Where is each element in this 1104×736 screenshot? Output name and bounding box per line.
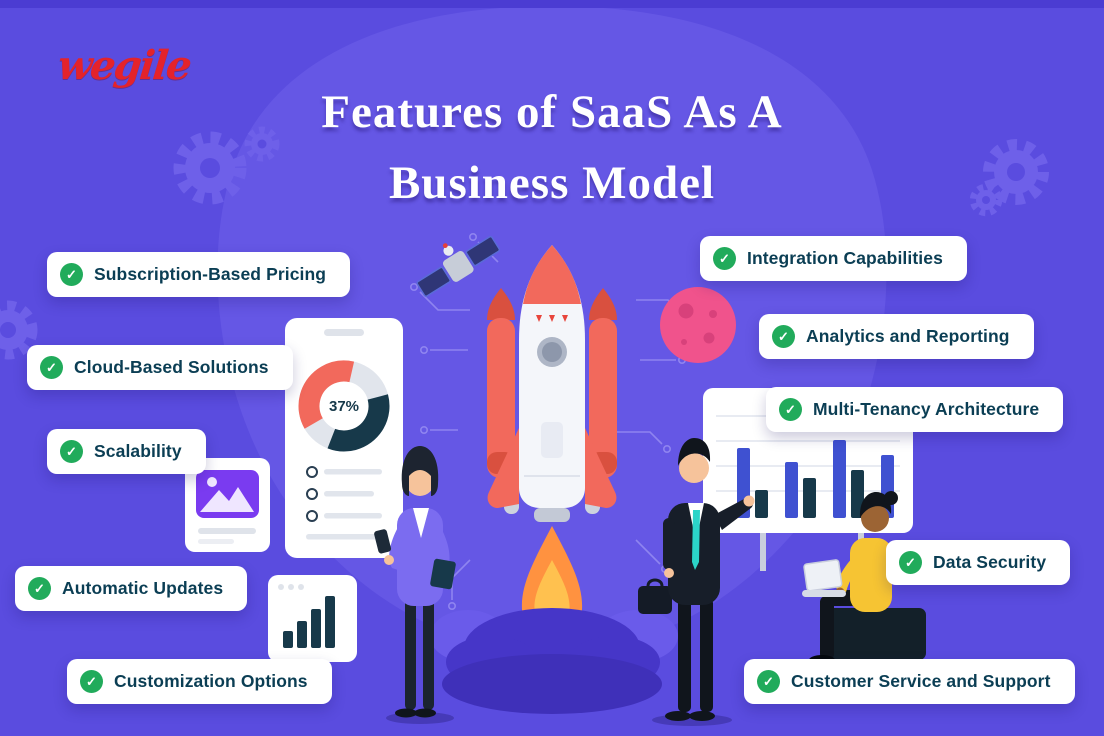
rocket <box>487 245 617 522</box>
feature-pill-data-security: ✓ Data Security <box>886 540 1071 585</box>
feature-pill-scalability: ✓ Scalability <box>47 429 206 474</box>
donut-percentage-label: 37% <box>329 398 359 415</box>
check-icon: ✓ <box>757 670 780 693</box>
gear-icon <box>244 126 280 162</box>
feature-label: Integration Capabilities <box>747 248 943 268</box>
check-icon: ✓ <box>80 670 103 693</box>
feature-pill-subscription-based-pricing: ✓ Subscription-Based Pricing <box>47 252 351 297</box>
rocket-chevrons <box>536 315 568 322</box>
check-icon: ✓ <box>713 247 736 270</box>
feature-label: Multi-Tenancy Architecture <box>813 399 1040 419</box>
rocket-fin <box>585 428 617 508</box>
donut-card-list <box>306 466 382 540</box>
rocket-body <box>519 245 585 508</box>
feature-pill-cloud-based-solutions: ✓ Cloud-Based Solutions <box>27 345 293 390</box>
gear-icon <box>969 183 1003 217</box>
check-icon: ✓ <box>779 398 802 421</box>
satellite-icon <box>416 235 501 297</box>
feature-pill-automatic-updates: ✓ Automatic Updates <box>15 566 248 611</box>
feature-pill-multi-tenancy-architecture: ✓ Multi-Tenancy Architecture <box>766 387 1064 432</box>
feature-pill-integration-capabilities: ✓ Integration Capabilities <box>700 236 967 281</box>
page-title-line2: Business Model <box>388 157 716 210</box>
feature-pill-customer-service-and-support: ✓ Customer Service and Support <box>744 659 1075 704</box>
feature-pill-customization-options: ✓ Customization Options <box>67 659 332 704</box>
businessman <box>638 438 755 726</box>
check-icon: ✓ <box>772 325 795 348</box>
sitting-woman <box>802 491 936 673</box>
page-title-line1: Features of SaaS As A <box>321 86 783 139</box>
feature-label: Automatic Updates <box>62 578 224 598</box>
bar-chart-card <box>268 575 357 662</box>
launch-smoke <box>430 608 678 714</box>
feature-pill-analytics-and-reporting: ✓ Analytics and Reporting <box>759 314 1034 359</box>
feature-label: Scalability <box>94 441 182 461</box>
check-icon: ✓ <box>60 263 83 286</box>
standing-woman <box>374 446 456 724</box>
check-icon: ✓ <box>899 551 922 574</box>
check-icon: ✓ <box>40 356 63 379</box>
image-card <box>185 458 270 552</box>
page-title: Features of SaaS As A Business Model <box>0 77 1104 219</box>
donut-chart: 37% <box>298 360 390 452</box>
rocket-fin <box>487 428 519 508</box>
feature-label: Analytics and Reporting <box>806 326 1010 346</box>
feature-label: Subscription-Based Pricing <box>94 264 327 284</box>
feature-label: Customization Options <box>114 671 308 691</box>
gear-icon <box>173 131 247 205</box>
rocket-nose <box>523 245 581 304</box>
check-icon: ✓ <box>28 577 51 600</box>
top-accent-strip <box>0 0 1104 8</box>
gear-icon <box>0 300 38 360</box>
gear-icon <box>983 139 1049 205</box>
feature-label: Cloud-Based Solutions <box>74 357 269 377</box>
donut-chart-card: 37% <box>285 318 403 558</box>
feature-label: Data Security <box>933 552 1047 572</box>
check-icon: ✓ <box>60 440 83 463</box>
feature-label: Customer Service and Support <box>791 671 1051 691</box>
planet-icon <box>660 287 736 363</box>
rocket-boosters <box>487 288 617 478</box>
